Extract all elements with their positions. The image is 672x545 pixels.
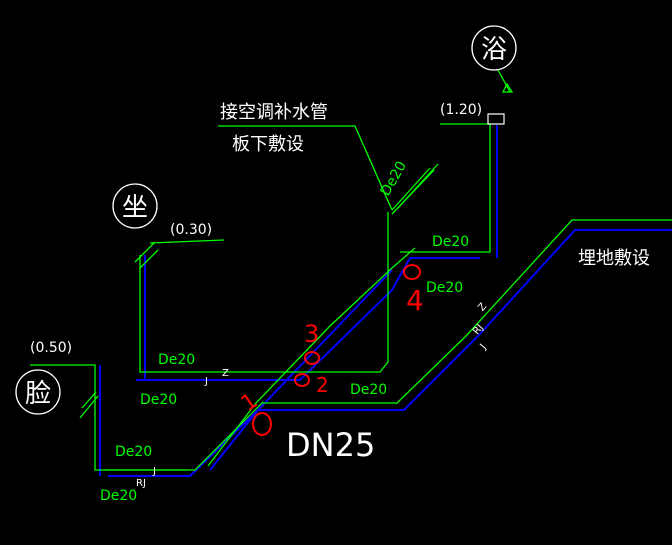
label-node4: De20 bbox=[426, 280, 463, 296]
red-circle-node-3 bbox=[304, 351, 320, 365]
basin-elevation: (0.50) bbox=[30, 340, 72, 356]
green-main-diagonal bbox=[207, 247, 416, 467]
marker-j-2: J bbox=[204, 376, 208, 387]
green-pipe-network bbox=[30, 69, 672, 471]
green-shower-leader bbox=[400, 123, 491, 253]
red-number-3: 3 bbox=[304, 320, 319, 348]
green-ac-leader bbox=[218, 125, 393, 211]
green-ac-riser bbox=[391, 167, 431, 211]
basin-circle bbox=[15, 369, 61, 415]
blue-main-diagonal bbox=[209, 269, 393, 471]
marker-rj-1: RJ bbox=[136, 478, 146, 489]
green-basin-lower-run bbox=[104, 401, 264, 471]
buried-note: 埋地敷设 bbox=[578, 248, 650, 269]
ac-makeup-note-line2: 板下敷设 bbox=[232, 134, 304, 155]
red-circle-node-2 bbox=[294, 373, 310, 387]
fixture-toilet: 坐 (0.30) bbox=[112, 183, 212, 238]
green-toilet-leader bbox=[149, 239, 225, 244]
green-toilet-riser bbox=[139, 255, 300, 373]
green-toilet-tick bbox=[134, 241, 156, 263]
red-circle-node-1 bbox=[252, 412, 272, 436]
marker-j-3: J bbox=[478, 342, 489, 352]
marker-z-1: Z bbox=[222, 368, 229, 379]
label-shower-branch: De20 bbox=[432, 234, 469, 250]
green-basin-tick2 bbox=[81, 391, 97, 409]
label-basin-lower: De20 bbox=[100, 488, 137, 504]
fixture-basin: 脸 (0.50) bbox=[15, 340, 72, 415]
green-basin-tick bbox=[79, 395, 99, 419]
label-riser-diagonal: De20 bbox=[378, 159, 410, 199]
label-main-branch: De20 bbox=[350, 382, 387, 398]
blue-toilet-branch bbox=[136, 257, 480, 381]
label-main-size: DN25 bbox=[286, 426, 375, 464]
fixture-symbols: 脸 (0.50) 坐 (0.30) 浴 (1.20) bbox=[15, 25, 517, 415]
blue-main-lower bbox=[108, 229, 672, 477]
green-toilet-tick2 bbox=[139, 249, 159, 269]
blue-pipe-network bbox=[99, 125, 672, 477]
red-circle-node-4 bbox=[403, 264, 421, 280]
shower-symbol: 浴 bbox=[481, 35, 507, 65]
green-ac-hatch-2 bbox=[397, 163, 439, 209]
toilet-circle bbox=[112, 183, 158, 229]
green-shower-head bbox=[501, 82, 514, 93]
green-toilet-lower bbox=[300, 212, 389, 373]
marker-rj-2: RJ bbox=[471, 322, 486, 337]
shower-elevation: (1.20) bbox=[440, 102, 482, 118]
shower-circle bbox=[471, 25, 517, 71]
fixture-shower: 浴 (1.20) bbox=[440, 25, 517, 125]
marker-j-1: J bbox=[152, 466, 156, 477]
green-main-right bbox=[395, 219, 672, 405]
basin-symbol: 脸 bbox=[25, 379, 51, 409]
ac-makeup-note-line1: 接空调补水管 bbox=[220, 102, 328, 123]
toilet-symbol: 坐 bbox=[122, 193, 148, 223]
pipe-size-labels: De20 De20 De20 De20 De20 De20 De20 De20 … bbox=[100, 159, 469, 504]
red-annotations bbox=[252, 264, 421, 436]
shower-valve bbox=[487, 113, 505, 125]
red-number-2: 2 bbox=[316, 373, 329, 397]
label-basin-upper: De20 bbox=[115, 444, 152, 460]
label-toilet-lower: De20 bbox=[140, 392, 177, 408]
green-shower-flag bbox=[497, 69, 511, 93]
red-number-4: 4 bbox=[406, 284, 424, 317]
label-toilet-upper: De20 bbox=[158, 352, 195, 368]
toilet-elevation: (0.30) bbox=[170, 222, 212, 238]
notes: 接空调补水管 板下敷设 埋地敷设 bbox=[220, 102, 650, 269]
